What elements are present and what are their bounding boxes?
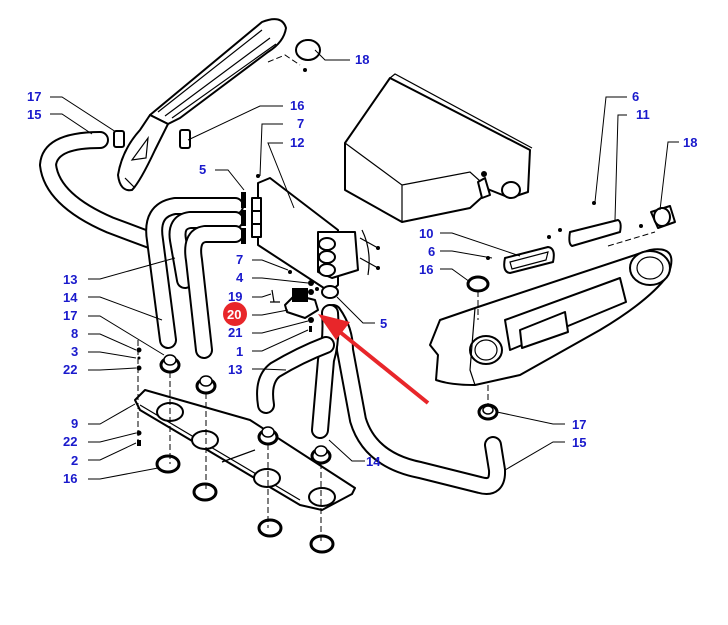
callout-21[interactable]: 21 (228, 325, 242, 340)
callout-1[interactable]: 1 (236, 344, 243, 359)
highlight-arrow (318, 314, 430, 405)
sleeve-16 (179, 129, 191, 149)
valve-20 (284, 288, 319, 319)
callout-22-upper[interactable]: 22 (63, 362, 77, 377)
callout-15-right[interactable]: 15 (572, 435, 586, 450)
callout-20[interactable]: 20 (227, 307, 241, 322)
callout-5-left[interactable]: 5 (199, 162, 206, 177)
callout-6-top[interactable]: 6 (632, 89, 639, 104)
heater-box (344, 73, 533, 223)
heater-core-12 (251, 174, 380, 293)
leader-lines (50, 49, 679, 480)
callout-4[interactable]: 4 (236, 270, 244, 285)
o-ring-5 (321, 285, 339, 299)
callout-18-top[interactable]: 18 (355, 52, 369, 67)
callout-2[interactable]: 2 (71, 453, 78, 468)
cover-11 (568, 219, 622, 247)
callout-9[interactable]: 9 (71, 416, 78, 431)
vent-18-right (607, 205, 676, 247)
callout-13-upper[interactable]: 13 (63, 272, 77, 287)
callout-16-top[interactable]: 16 (290, 98, 304, 113)
callout-8[interactable]: 8 (71, 326, 78, 341)
grommets (136, 340, 335, 554)
callout-10[interactable]: 10 (419, 226, 433, 241)
gasket-10 (503, 246, 555, 274)
callout-12[interactable]: 12 (290, 135, 304, 150)
duct-housing (429, 248, 673, 386)
callout-6-mid[interactable]: 6 (428, 244, 435, 259)
callout-3[interactable]: 3 (71, 344, 78, 359)
callout-7-top[interactable]: 7 (297, 116, 304, 131)
callout-7-mid[interactable]: 7 (236, 252, 243, 267)
callout-19[interactable]: 19 (228, 289, 242, 304)
sleeve-17 (113, 130, 125, 148)
callouts: 18 17 15 16 7 12 5 13 14 17 8 3 22 9 22 … (27, 52, 697, 486)
callout-14-left[interactable]: 14 (63, 290, 78, 305)
callout-20-highlight (223, 302, 247, 326)
callout-14-lower[interactable]: 14 (366, 454, 381, 469)
seals-5 (241, 192, 246, 244)
callout-16-left[interactable]: 16 (63, 471, 77, 486)
callout-13-lower[interactable]: 13 (228, 362, 242, 377)
callout-17-mid[interactable]: 17 (63, 308, 77, 323)
callout-18-right[interactable]: 18 (683, 135, 697, 150)
callout-22-lower[interactable]: 22 (63, 434, 77, 449)
callout-16-right[interactable]: 16 (419, 262, 433, 277)
grommet-16-right (466, 275, 490, 293)
callout-5-right[interactable]: 5 (380, 316, 387, 331)
vent-18-top (267, 39, 321, 72)
callout-15-left[interactable]: 15 (27, 107, 41, 122)
air-duct-upper (117, 18, 287, 192)
callout-17-right[interactable]: 17 (572, 417, 586, 432)
callout-17-left[interactable]: 17 (27, 89, 41, 104)
callout-11[interactable]: 11 (636, 107, 650, 122)
